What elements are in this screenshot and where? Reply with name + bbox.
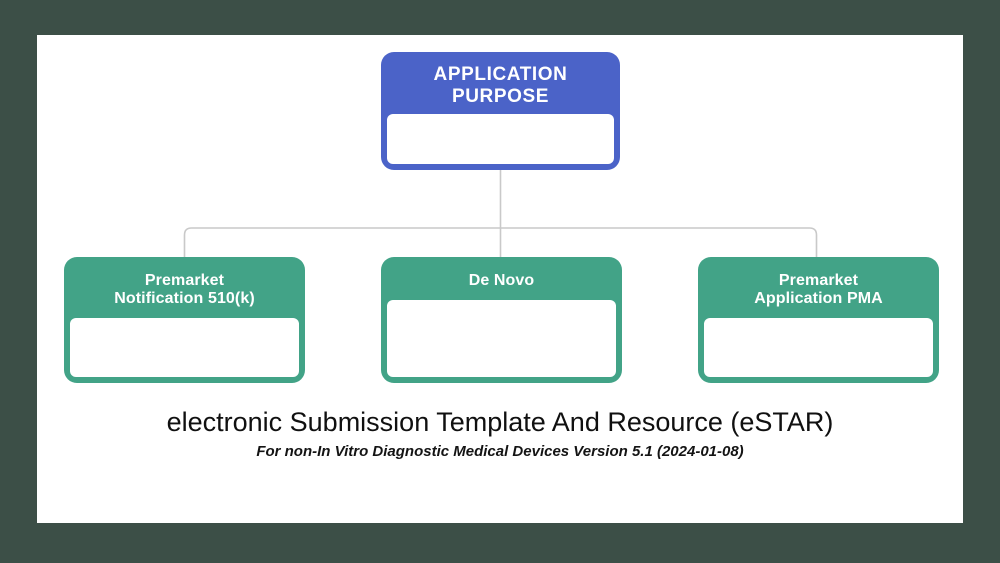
node-premarket-application-pma-title: Premarket Application PMA — [704, 263, 933, 318]
application-purpose-diagram: APPLICATION PURPOSE Premarket Notificati… — [37, 35, 963, 405]
node-premarket-notification-510k[interactable]: Premarket Notification 510(k) — [64, 257, 305, 383]
node-application-purpose-body[interactable] — [387, 114, 614, 164]
connector-bus — [183, 227, 818, 257]
node-de-novo-title-line1: De Novo — [468, 272, 535, 289]
diagram-caption: electronic Submission Template And Resou… — [37, 407, 963, 460]
node-de-novo-body[interactable] — [387, 300, 616, 377]
node-premarket-application-pma[interactable]: Premarket Application PMA — [698, 257, 939, 383]
node-premarket-notification-510k-title-line2: Notification 510(k) — [114, 290, 255, 308]
node-premarket-notification-510k-title: Premarket Notification 510(k) — [70, 263, 299, 318]
node-premarket-notification-510k-title-line1: Premarket — [144, 272, 225, 289]
node-application-purpose-title-line1: APPLICATION — [433, 64, 568, 85]
node-premarket-application-pma-title-line2: Application PMA — [754, 290, 883, 308]
node-de-novo[interactable]: De Novo — [381, 257, 622, 383]
node-application-purpose-title: APPLICATION PURPOSE — [387, 58, 614, 114]
node-de-novo-title: De Novo — [387, 263, 616, 300]
node-application-purpose-title-line2: PURPOSE — [451, 85, 550, 107]
caption-subtitle: For non-In Vitro Diagnostic Medical Devi… — [256, 442, 744, 460]
node-application-purpose[interactable]: APPLICATION PURPOSE — [381, 52, 620, 170]
node-premarket-application-pma-body[interactable] — [704, 318, 933, 377]
node-premarket-notification-510k-body[interactable] — [70, 318, 299, 377]
content-card: APPLICATION PURPOSE Premarket Notificati… — [37, 35, 963, 523]
node-premarket-application-pma-title-line1: Premarket — [778, 272, 859, 289]
caption-title: electronic Submission Template And Resou… — [166, 407, 834, 437]
